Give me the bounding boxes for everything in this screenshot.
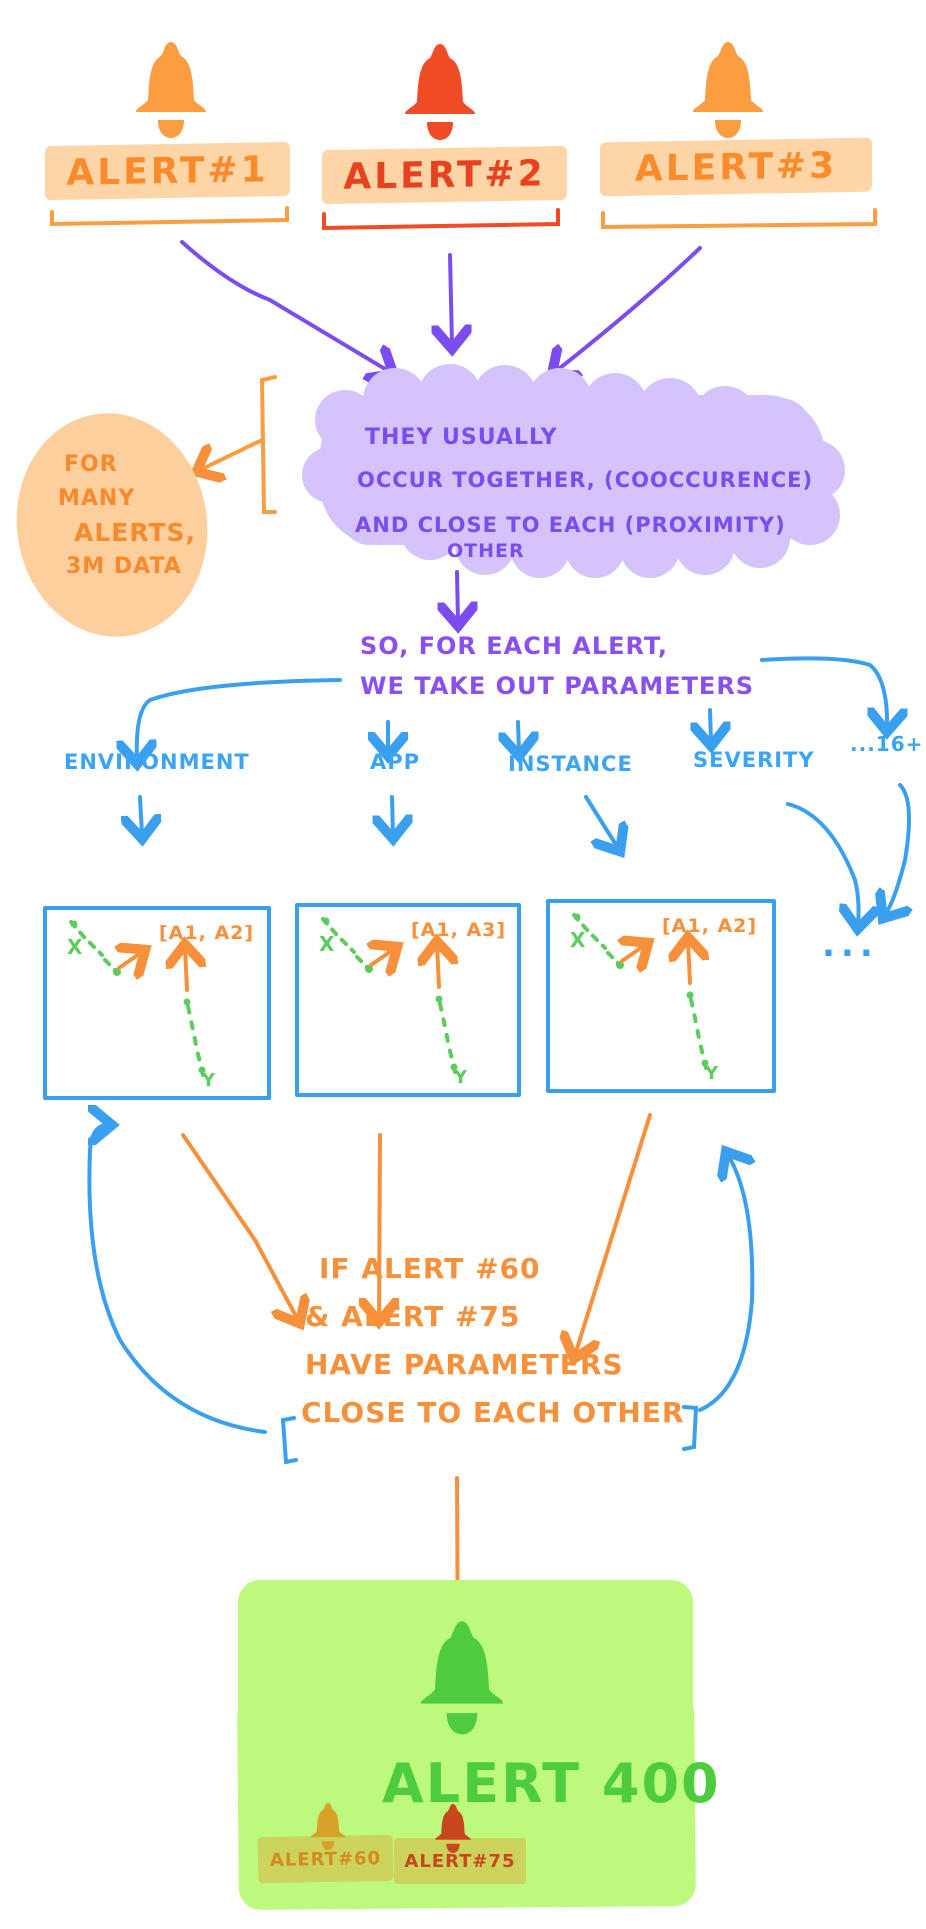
alert-1-label: ALERT#1 — [45, 141, 290, 201]
plot-x-axis-label: X — [570, 928, 587, 952]
cloud-line-4: OTHER — [447, 540, 525, 562]
arrow-box2-to-condition — [379, 1133, 380, 1318]
arrow-instance-to-box — [584, 795, 618, 848]
plot-y-axis-label: Y — [454, 1067, 469, 1088]
bell-icon — [693, 42, 763, 138]
side-note-line-2: MANY — [58, 486, 136, 511]
side-note-blob — [16, 413, 208, 637]
arrow-16plus-to-more — [885, 783, 909, 915]
plot-y-axis-label: Y — [202, 1070, 217, 1091]
condition-bracket-right — [682, 1405, 699, 1451]
step-line-1: SO, FOR EACH ALERT, — [360, 632, 669, 660]
cloud-shape — [302, 364, 845, 578]
step-line-2: WE TAKE OUT PARAMETERS — [360, 672, 755, 700]
feedback-loop-left — [87, 1125, 267, 1434]
alert-3-underline — [601, 208, 877, 230]
plot-x-axis-label: X — [319, 932, 336, 956]
arrow-alert2-to-cloud — [450, 253, 452, 345]
side-note-line-4: 3M DATA — [66, 554, 182, 579]
arrow-to-side-note — [200, 438, 264, 470]
condition-line-3: HAVE PARAMETERS — [305, 1348, 624, 1381]
condition-line-2: & ALERT #75 — [305, 1300, 521, 1333]
plot-sketch — [321, 917, 517, 1074]
arrow-alert3-to-cloud — [555, 246, 702, 372]
side-note-line-1: FOR — [64, 452, 118, 477]
bell-icon — [310, 1802, 346, 1851]
condition-line-4: CLOSE TO EACH OTHER — [301, 1396, 685, 1429]
plot-y-axis-label: Y — [705, 1063, 720, 1084]
plot-pair-label: [A1, A2] — [159, 922, 255, 944]
arrow-app-to-box — [392, 795, 393, 835]
alert-2-label: ALERT#2 — [322, 145, 567, 205]
condition-text: IF ALERT #60 & ALERT #75 HAVE PARAMETERS… — [301, 1245, 684, 1437]
alert-1-underline — [50, 206, 289, 227]
alert-1: ALERT#1 — [45, 40, 295, 210]
arrow-box1-to-condition — [181, 1133, 298, 1320]
cloud-line-3: AND CLOSE TO EACH (PROXIMITY) — [355, 513, 786, 537]
arrow-to-more — [760, 656, 887, 728]
arrow-box3-to-condition — [575, 1113, 652, 1355]
arrow-cloud-to-step — [457, 570, 458, 622]
parameter-severity: SEVERITY — [693, 748, 815, 772]
alert-3-label: ALERT#3 — [600, 137, 872, 197]
side-note: FOR MANY ALERTS, 3M DATA — [58, 448, 196, 584]
alert-2: ALERT#2 — [322, 42, 572, 212]
cloud-line-1: THEY USUALLY — [365, 425, 558, 450]
parameter-instance: INSTANCE — [508, 752, 633, 776]
result-title: ALERT 400 — [382, 1752, 721, 1815]
arrow-to-instance — [518, 720, 519, 752]
plot-box-environment: X Y [A1, A2] — [43, 906, 271, 1100]
condition-bracket-left — [280, 1416, 298, 1465]
cloud-bracket — [259, 375, 277, 514]
arrow-severity-to-more — [786, 802, 859, 925]
plot-sketch — [572, 913, 772, 1070]
side-note-line-3: ALERTS, — [74, 518, 197, 547]
plot-pair-label: [A1, A3] — [411, 919, 507, 941]
plot-box-instance: X Y [A1, A2] — [546, 899, 776, 1093]
feedback-loop-right — [698, 1155, 752, 1412]
plot-x-axis-label: X — [67, 935, 84, 959]
bell-icon — [405, 44, 475, 140]
parameter-environment: ENVIRONMENT — [64, 750, 250, 774]
condition-line-1: IF ALERT #60 — [319, 1252, 541, 1285]
plot-pair-label: [A1, A2] — [662, 915, 758, 937]
plot-box-app: X Y [A1, A3] — [295, 903, 521, 1097]
arrow-alert1-to-cloud — [180, 240, 390, 372]
bell-icon — [136, 42, 206, 138]
bell-icon — [435, 1804, 471, 1853]
parameter-more: ...16+ — [850, 732, 924, 756]
parameter-app: APP — [370, 750, 421, 774]
plot-sketch — [69, 920, 267, 1077]
alert-2-underline — [322, 208, 560, 231]
child-alert-75-label: ALERT#75 — [394, 1838, 526, 1884]
arrow-to-severity — [710, 708, 711, 742]
more-plots-ellipsis: ... — [822, 925, 879, 965]
alert-3: ALERT#3 — [600, 40, 876, 210]
bell-icon — [420, 1621, 504, 1735]
arrow-to-environment — [137, 678, 342, 760]
arrow-environment-to-box — [140, 795, 142, 835]
cloud-line-2: OCCUR TOGETHER, (COOCCURENCE) — [357, 468, 814, 492]
